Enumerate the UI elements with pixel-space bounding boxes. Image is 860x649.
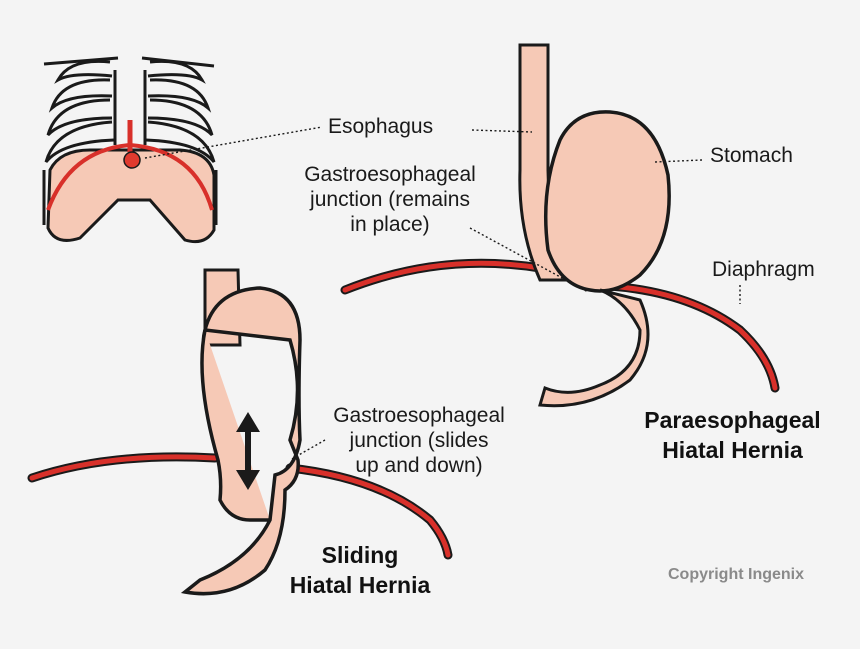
abdomen-tissue (46, 148, 216, 244)
leader-esophagus-left (144, 126, 323, 159)
paraesophageal-figure (340, 43, 780, 408)
esophagus-label: Esophagus (328, 115, 434, 138)
paraesophageal-title-line-2: Hiatal Hernia (662, 437, 803, 463)
gej-slides-line-3: up and down) (355, 454, 483, 477)
gej-remains-line-3: in place) (350, 213, 430, 236)
paraesophageal-title: Paraesophageal Hiatal Hernia (630, 405, 835, 465)
diaphragm-label: Diaphragm (712, 258, 815, 281)
leader-lines (144, 126, 741, 461)
leader-esophagus-right (471, 129, 533, 133)
stomach-label: Stomach (710, 144, 793, 167)
stomach-herniated (543, 110, 671, 293)
sliding-figure (27, 268, 453, 596)
stomach-sliding (180, 286, 302, 596)
gej-slides-label: Gastroesophageal junction (slides up and… (325, 403, 513, 478)
sliding-title-line-1: Sliding (321, 542, 399, 568)
ribs (42, 56, 218, 225)
gej-remains-label: Gastroesophageal junction (remains in pl… (296, 162, 484, 237)
leader-stomach (654, 159, 703, 163)
esophageal-hiatus-dot (123, 151, 141, 169)
up-down-arrow-icon (236, 412, 260, 490)
rib-cage-figure (42, 56, 218, 244)
stomach-lower (538, 288, 650, 408)
paraesophageal-title-line-1: Paraesophageal (644, 407, 821, 433)
sliding-title-line-2: Hiatal Hernia (289, 572, 431, 598)
diaphragm-right (340, 258, 780, 393)
copyright-text: Copyright Ingenix (668, 566, 804, 583)
gej-slides-line-1: Gastroesophageal (333, 404, 505, 427)
sliding-title: Sliding Hiatal Hernia (270, 540, 450, 600)
gej-remains-line-2: junction (remains (310, 188, 470, 211)
gej-slides-line-2: junction (slides (349, 429, 489, 452)
gej-remains-line-1: Gastroesophageal (304, 163, 476, 186)
